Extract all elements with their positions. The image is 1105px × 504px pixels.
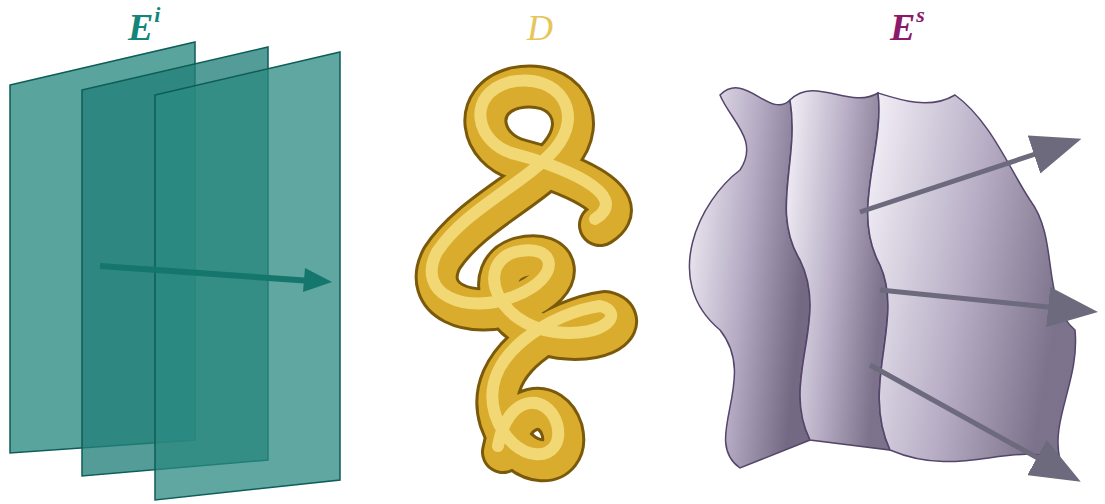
domain-symbol: D — [527, 10, 553, 46]
incident-planes — [10, 42, 340, 500]
field-symbol: E — [128, 8, 153, 46]
scattered-arrows — [860, 142, 1088, 477]
incident-arrowhead — [303, 268, 332, 292]
field-superscript: s — [916, 4, 925, 26]
field-symbol: E — [890, 8, 915, 46]
scatterer-knot — [432, 81, 616, 461]
incident-arrow — [100, 266, 312, 281]
scattered-wavefronts — [689, 88, 1075, 468]
field-superscript: i — [154, 4, 160, 26]
